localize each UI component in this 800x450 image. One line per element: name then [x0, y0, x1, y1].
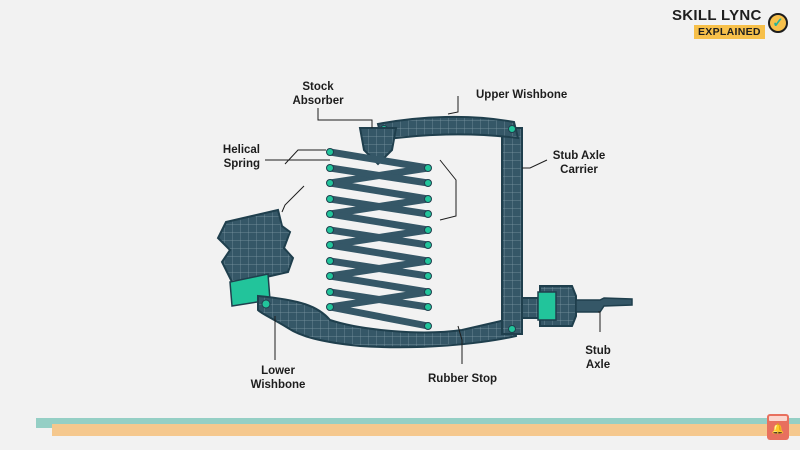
- brand-logo-top: SKILL LYNC: [672, 7, 762, 24]
- label-rubber-stop: Rubber Stop: [428, 372, 497, 386]
- label-lower-wishbone-line1: Lower: [261, 365, 295, 377]
- chassis-block: [216, 208, 295, 284]
- label-stub-axle-carrier-line2: Carrier: [560, 164, 598, 176]
- bell-icon: 🔔: [771, 424, 785, 435]
- bottom-bar-teal: [36, 418, 800, 428]
- label-lower-wishbone: Lower Wishbone: [246, 364, 310, 392]
- upper-wishbone-pivot-right: [508, 125, 516, 133]
- brand-logo: SKILL LYNC EXPLAINED ✓: [672, 7, 790, 41]
- label-stub-axle-carrier-line1: Stub Axle: [552, 150, 606, 162]
- lower-carrier-pivot: [508, 325, 516, 333]
- lower-wishbone: [257, 294, 518, 349]
- label-upper-wishbone-text: Upper Wishbone: [476, 89, 568, 101]
- helical-spring: [326, 148, 432, 330]
- label-stub-axle-line1: Stub: [585, 345, 611, 357]
- check-circle-icon: ✓: [768, 13, 788, 33]
- label-helical-spring: Helical Spring: [214, 143, 260, 171]
- label-stub-axle-line2: Axle: [585, 359, 611, 371]
- label-stock-absorber-line2: Absorber: [292, 95, 344, 107]
- subscribe-tag: [769, 416, 787, 421]
- label-upper-wishbone: Upper Wishbone: [476, 88, 567, 102]
- label-stock-absorber-line1: Stock: [302, 81, 334, 93]
- label-stub-axle: Stub Axle: [578, 344, 618, 372]
- bottom-bar-peach: [52, 424, 800, 436]
- label-stub-axle-carrier: Stub Axle Carrier: [548, 149, 610, 177]
- label-lower-wishbone-line2: Wishbone: [250, 379, 306, 391]
- upper-wishbone: [376, 115, 520, 142]
- label-stock-absorber: Stock Absorber: [286, 80, 350, 108]
- stub-axle-carrier: [501, 127, 523, 335]
- label-rubber-stop-text: Rubber Stop: [428, 373, 497, 385]
- stub-axle: [521, 285, 633, 327]
- brand-logo-bottom: EXPLAINED: [694, 25, 765, 39]
- subscribe-notify-button[interactable]: 🔔: [767, 414, 789, 440]
- label-helical-spring-line2: Spring: [223, 158, 260, 170]
- label-helical-spring-line1: Helical: [222, 144, 260, 156]
- lower-wishbone-pivot: [261, 299, 271, 309]
- leader-lines: [265, 96, 601, 364]
